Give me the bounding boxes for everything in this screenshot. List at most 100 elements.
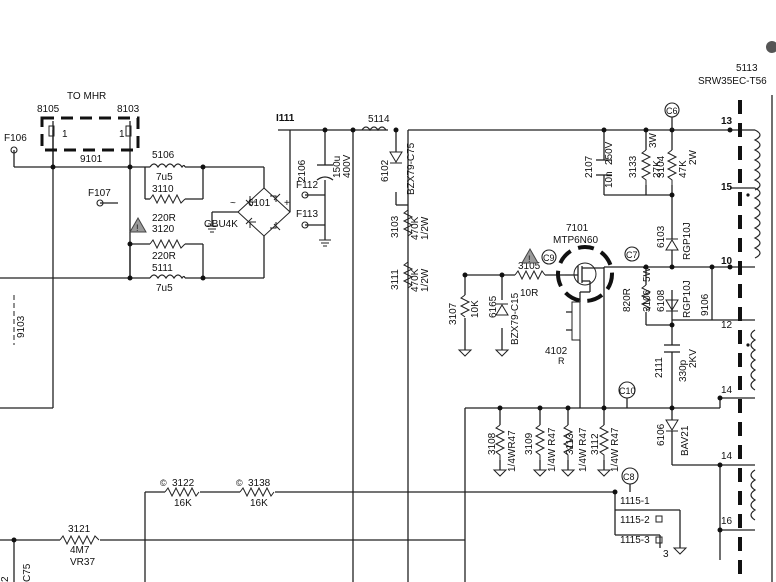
- pin-14b: 14: [721, 451, 733, 462]
- d6165-ref: 6165: [488, 295, 499, 318]
- pin-16: 16: [721, 516, 733, 527]
- r3104-val: 47K: [678, 160, 689, 178]
- r3108-val: 1/4WR47: [507, 430, 518, 472]
- c3w-label: 3W: [648, 132, 659, 148]
- c2107-ref: 2107: [584, 155, 595, 178]
- c-edge-type: C75: [22, 563, 33, 582]
- conn1115-3-label: 1115-3: [620, 535, 650, 546]
- r3113-val: 1/4W R47: [578, 427, 589, 472]
- pin-14a: 14: [721, 385, 733, 396]
- d6106-ref: 6106: [656, 423, 667, 446]
- r3113-ref: 3113: [565, 433, 576, 455]
- r3138-val: 16K: [250, 498, 268, 509]
- r3108-ref: 3108: [487, 432, 498, 455]
- to-mhr-label: TO MHR: [67, 91, 106, 102]
- q7101-type: MTP6N60: [553, 235, 598, 246]
- transformer-type: SRW35EC-T56: [698, 76, 767, 87]
- r3121-ref: 3121: [68, 524, 91, 535]
- r3104-w: 2W: [688, 149, 699, 165]
- r3105-val: 10R: [520, 288, 538, 299]
- r9106-label: 9106: [700, 293, 711, 316]
- svg-text:!: !: [136, 223, 139, 233]
- r3103-val: 470K: [410, 216, 421, 240]
- svg-text:!: !: [528, 254, 531, 264]
- r9103-label: 9103: [16, 315, 27, 338]
- r3112-ref: 3112: [590, 433, 601, 455]
- conn1115-2-label: 1115-2: [620, 515, 650, 526]
- d6102-type: BZX79-C75: [406, 142, 417, 195]
- r3133-val: 27K: [652, 160, 663, 178]
- cap-2106: 2106 150u 400V: [297, 154, 353, 247]
- l4102-sub: R: [558, 356, 565, 366]
- conn1115-pin3: 3: [663, 549, 669, 560]
- d6106-type: BAV21: [680, 425, 691, 456]
- r3120-ref: 3120: [152, 224, 175, 235]
- d6103-type: RGP10J: [682, 222, 693, 260]
- c2106-val: 150u: [332, 156, 343, 178]
- r3112-val: 1/4W R47: [610, 427, 621, 472]
- connector-pin-left: 1: [62, 129, 68, 140]
- c2106-ref: 2106: [297, 159, 308, 182]
- r3111-ref: 3111: [390, 269, 401, 290]
- test-points: F106 F107 F112 F113 I111: [4, 113, 318, 229]
- pin-15: 15: [721, 182, 733, 193]
- r3105-ref: 3105: [518, 261, 541, 272]
- i111-label: I111: [276, 113, 295, 124]
- l4102-ref: 4102: [545, 346, 568, 357]
- connector-1115: C8 1115-1 1115-2 1115-3 3: [620, 467, 688, 560]
- d6108-ref: 6108: [656, 289, 667, 312]
- r3121-type: VR37: [70, 557, 95, 568]
- connector-to-mhr: TO MHR 8105 8103 1 1: [37, 91, 140, 152]
- bridge-type: GBU4K: [204, 219, 238, 230]
- d6102-ref: 6102: [380, 159, 391, 182]
- pin-13: 13: [721, 116, 733, 127]
- d6108-type: RGP10J: [682, 280, 693, 318]
- r3122-val: 16K: [174, 498, 192, 509]
- gate-drive: 3107 10K 6165 BZX79-C15 3105 10R ! C9: [448, 247, 557, 357]
- transformer-ref: 5113: [736, 63, 758, 74]
- connector-8105-label: 8105: [37, 104, 60, 115]
- c7-label: C7: [626, 250, 638, 260]
- pin-10: 10: [721, 256, 733, 267]
- r3106-val: 820R: [622, 288, 633, 312]
- mosfet-7101: 7101 MTP6N60 4102 R: [545, 223, 614, 408]
- r3111-val: 470K: [410, 268, 421, 292]
- c9-label: C9: [543, 253, 555, 263]
- startup-resistors: © 3122 16K © 3138 16K 3121 4M7 VR37 2 C7…: [0, 478, 275, 582]
- l5111-ref: 5111: [152, 263, 173, 274]
- conn1115-1-label: 1115-1: [620, 496, 650, 507]
- svg-text:+: +: [284, 198, 290, 209]
- svg-text:©: ©: [236, 478, 243, 488]
- svg-text:~: ~: [230, 198, 236, 209]
- r3110-ref: 3110: [152, 184, 174, 195]
- c2111-ref: 2111: [654, 357, 665, 378]
- r3138-ref: 3138: [248, 478, 271, 489]
- r3107-val: 10K: [470, 300, 481, 318]
- connector-8103-label: 8103: [117, 104, 140, 115]
- r3103-ref: 3103: [390, 215, 401, 238]
- l5111-val: 7u5: [156, 283, 173, 294]
- transformer-5113: 5113 SRW35EC-T56 13 15 10 12 14 14 16: [698, 41, 776, 582]
- r3111-w: 1/2W: [420, 268, 431, 292]
- sense-resistors: C10 3108 1/4WR47 3109 1/4W R47 3113 1/4W…: [487, 381, 691, 477]
- d6165-type: BZX79-C15: [510, 292, 521, 345]
- r3104-ref: 3104: [656, 155, 667, 178]
- l5106-ref: 5106: [152, 150, 175, 161]
- r9101-label: 9101: [80, 154, 103, 165]
- c6-label: C6: [666, 106, 678, 116]
- r3103-w: 1/2W: [420, 216, 431, 240]
- r3109-val: 1/4W R47: [547, 427, 558, 472]
- q7101-ref: 7101: [566, 223, 589, 234]
- f112-label: F112: [296, 180, 318, 191]
- c2107-v: 250V: [604, 141, 615, 165]
- r3110-val: 220R: [152, 213, 176, 224]
- c2111-v: 2KV: [688, 349, 699, 368]
- d6103-ref: 6103: [656, 225, 667, 248]
- c2111-val: 330p: [678, 359, 689, 382]
- r3120-val: 220R: [152, 251, 176, 262]
- f107-label: F107: [88, 188, 111, 199]
- r3106-w: 5W: [642, 266, 653, 282]
- snubber-network: C6 2107 250V 10n 3133 27K 3W 3104 47K 2W…: [584, 102, 713, 382]
- c2107-val: 10n: [604, 171, 615, 188]
